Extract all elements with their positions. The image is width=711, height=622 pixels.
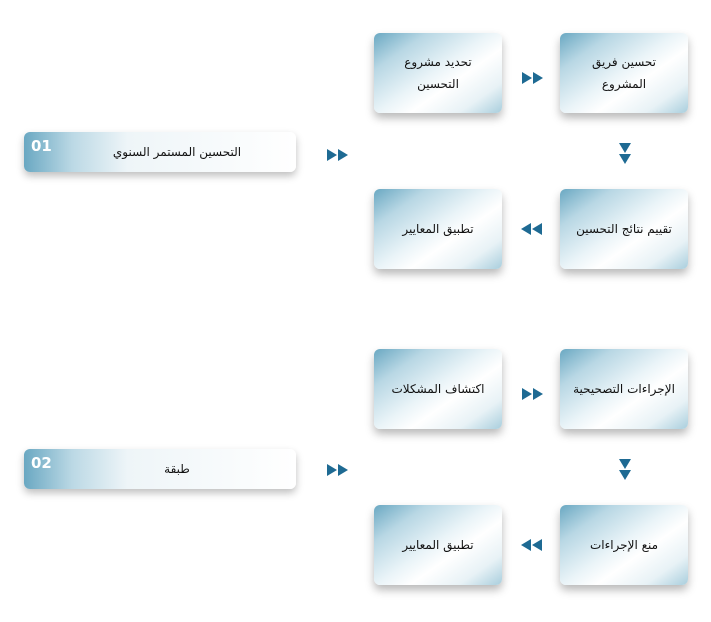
double-arrow-right-icon [327, 464, 349, 476]
step-label: تقييم نتائج التحسين [576, 222, 672, 236]
step-box: تحسين فريق المشروع [560, 33, 688, 113]
double-arrow-right-icon [522, 72, 544, 84]
step-box: تحديد مشروع التحسين [374, 33, 502, 113]
step-box: تطبيق المعايير [374, 505, 502, 585]
row-number: 02 [31, 454, 52, 472]
step-box: منع الإجراءات [560, 505, 688, 585]
step-label: تحديد مشروع التحسين [404, 55, 472, 91]
row-label: طبقة [164, 462, 190, 476]
step-label: الإجراءات التصحيحية [573, 382, 675, 396]
double-arrow-right-icon [327, 149, 349, 161]
double-arrow-left-icon [521, 539, 543, 551]
double-arrow-right-icon [522, 388, 544, 400]
step-label: تحسين فريق المشروع [591, 55, 657, 91]
step-label: تطبيق المعايير [402, 222, 474, 236]
step-box: تقييم نتائج التحسين [560, 189, 688, 269]
step-box: تطبيق المعايير [374, 189, 502, 269]
double-arrow-down-icon [619, 459, 631, 481]
step-label: تطبيق المعايير [402, 538, 474, 552]
double-arrow-left-icon [521, 223, 543, 235]
row-label: التحسين المستمر السنوي [112, 145, 242, 159]
step-box: الإجراءات التصحيحية [560, 349, 688, 429]
row-label-box: 01 التحسين المستمر السنوي [24, 132, 296, 172]
row-label-box: 02 طبقة [24, 449, 296, 489]
step-box: اكتشاف المشكلات [374, 349, 502, 429]
double-arrow-down-icon [619, 143, 631, 165]
row-number: 01 [31, 137, 52, 155]
step-label: منع الإجراءات [589, 538, 659, 552]
step-label: اكتشاف المشكلات [391, 382, 485, 396]
